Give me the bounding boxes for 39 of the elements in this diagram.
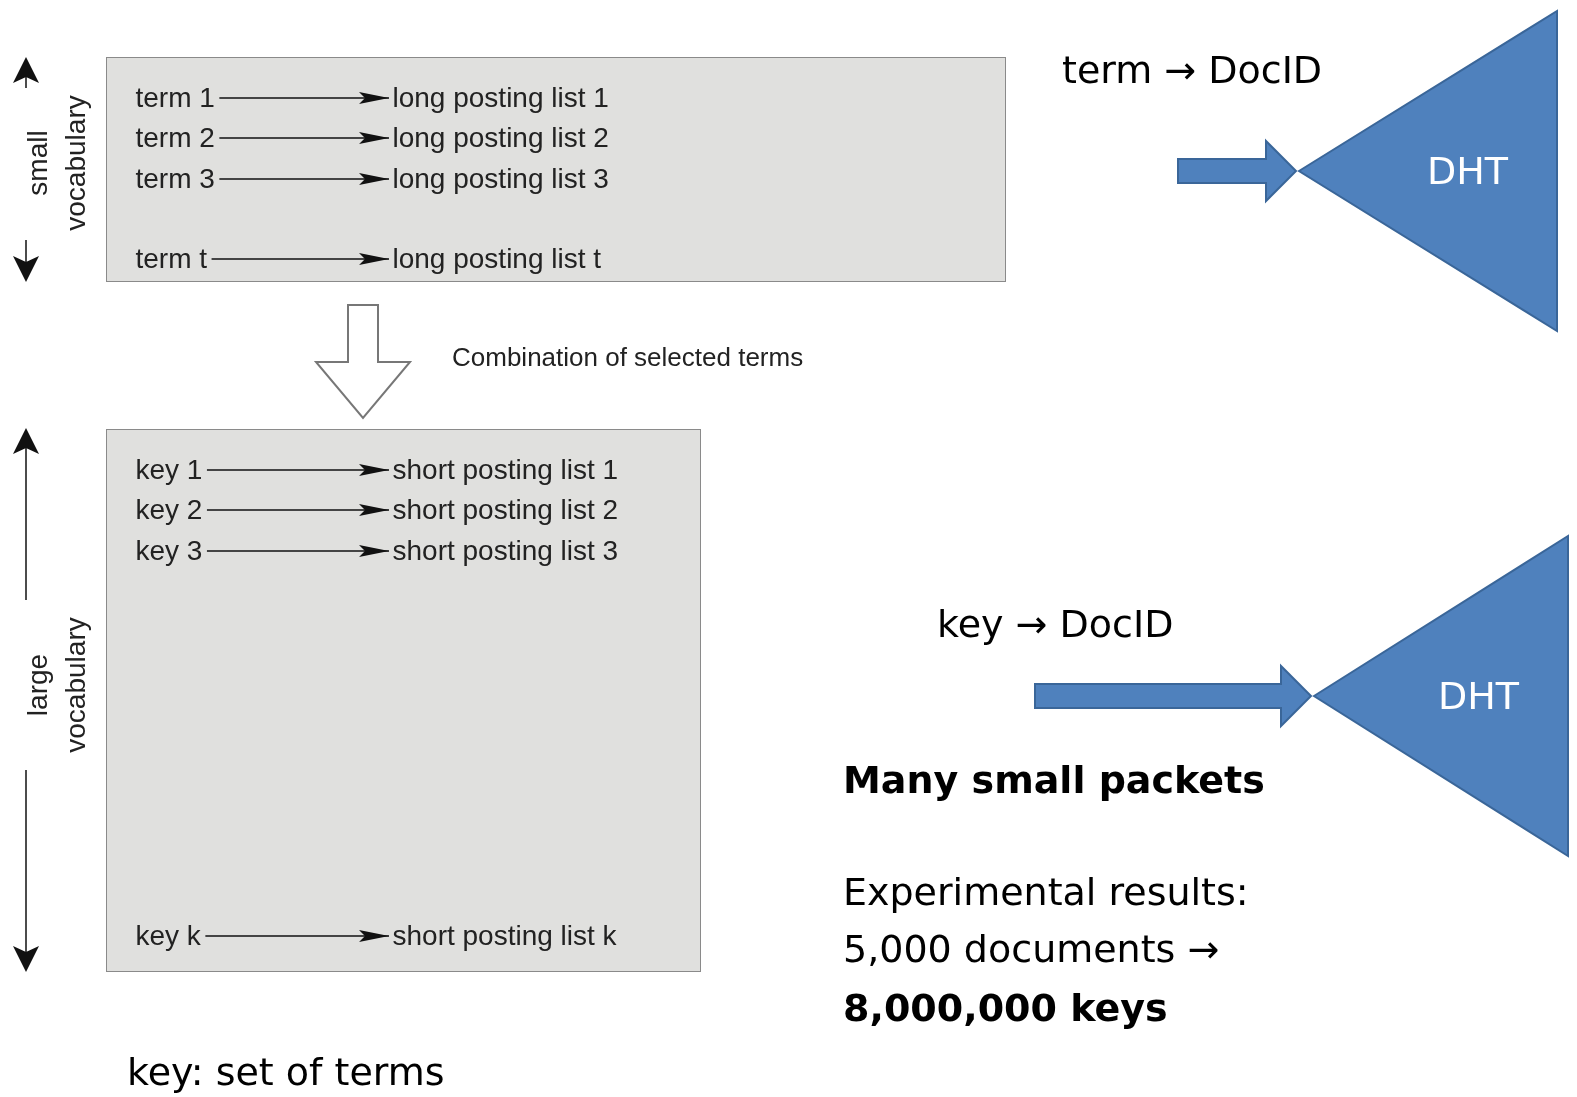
block-arrow [313, 304, 413, 420]
dht-label: DHT [1437, 673, 1519, 720]
list-panel [106, 57, 1006, 282]
posting-list-label: short posting list 2 [392, 492, 619, 527]
note-text: Many small packets [843, 757, 1265, 804]
key-label: key k [135, 918, 201, 953]
arrow [218, 92, 390, 104]
block-arrow [1034, 663, 1313, 729]
posting-list-label: long posting list 1 [392, 80, 609, 115]
key-label: key 2 [135, 492, 203, 527]
posting-list-label: short posting list 1 [392, 452, 619, 487]
posting-list-label: short posting list 3 [392, 533, 619, 568]
dht-triangle [1313, 535, 1569, 857]
posting-list-label: long posting list 2 [392, 120, 609, 155]
arrow [210, 253, 390, 265]
term-label: term 2 [135, 120, 215, 155]
note-text: Experimental results: 5,000 documents → [843, 869, 1250, 973]
arrow [218, 132, 390, 144]
arrow [206, 464, 390, 476]
list-panel [106, 429, 701, 972]
key-label: key 1 [135, 452, 203, 487]
key-label: key 3 [135, 533, 203, 568]
arrow [218, 173, 390, 185]
edge-label: Combination of selected terms [452, 342, 804, 373]
mapping-label: term → DocID [1062, 47, 1323, 94]
arrow [206, 504, 390, 516]
posting-list-label: long posting list t [392, 241, 602, 276]
note-text: 8,000,000 keys [843, 985, 1168, 1032]
block-arrow [1177, 138, 1298, 204]
posting-list-label: long posting list 3 [392, 161, 609, 196]
term-label: term 1 [135, 80, 215, 115]
note-text: key: set of terms [127, 1049, 445, 1096]
term-label: term 3 [135, 161, 215, 196]
arrow [204, 930, 390, 942]
dht-label: DHT [1426, 148, 1508, 195]
arrow [206, 545, 390, 557]
term-label: term t [135, 241, 208, 276]
posting-list-label: short posting list k [392, 918, 617, 953]
mapping-label: key → DocID [937, 601, 1174, 648]
